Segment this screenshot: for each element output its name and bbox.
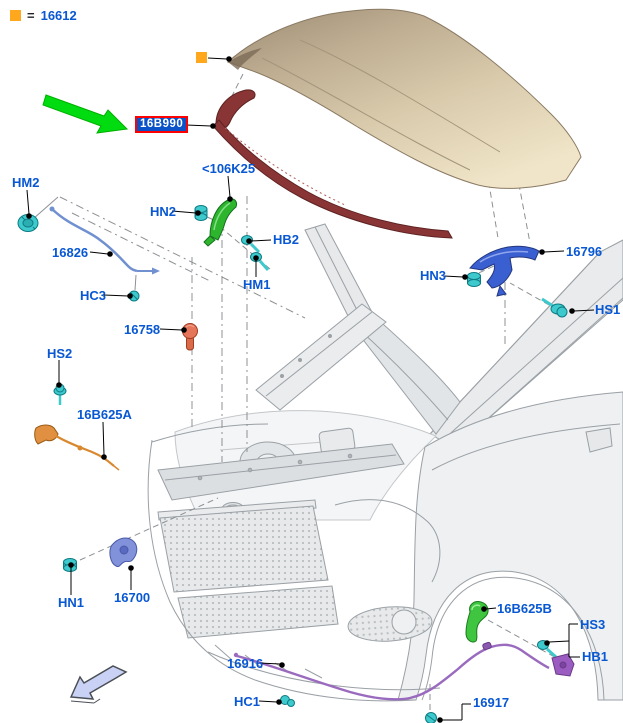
- bracket-106k25-part[interactable]: [203, 198, 237, 247]
- legend: = 16612: [10, 8, 77, 23]
- callout-16700[interactable]: 16700: [114, 590, 151, 605]
- cable-16826-part[interactable]: [49, 206, 161, 275]
- callout-hm2[interactable]: HM2: [12, 175, 40, 190]
- legend-part-number[interactable]: 16612: [40, 8, 77, 23]
- cable-16b625a-part[interactable]: [34, 424, 120, 471]
- direction-arrow-icon: [69, 665, 128, 704]
- callout-16796[interactable]: 16796: [566, 244, 603, 259]
- callout-hm1[interactable]: HM1: [243, 277, 271, 292]
- callout-16916[interactable]: 16916: [227, 656, 264, 671]
- hood-seal-part[interactable]: [212, 89, 453, 239]
- legend-equals: =: [27, 8, 35, 23]
- cable-end-bracket-part[interactable]: [551, 653, 575, 677]
- nut-hn3-part[interactable]: [467, 272, 481, 287]
- callout-16b625a[interactable]: 16B625A: [77, 407, 132, 422]
- callout-hn1[interactable]: HN1: [58, 595, 85, 610]
- cable-16916-part[interactable]: [233, 641, 550, 701]
- bolt-hs1-part[interactable]: [541, 297, 568, 318]
- callout-hc3[interactable]: HC3: [80, 288, 107, 303]
- car-body-line-art: [147, 223, 623, 702]
- callout-hc1[interactable]: HC1: [234, 694, 261, 709]
- clip-16917-part[interactable]: [425, 712, 437, 723]
- callout-16b990-highlighted[interactable]: 16B990: [135, 116, 189, 133]
- green-arrow-icon: [42, 94, 129, 134]
- callout-hb2[interactable]: HB2: [273, 232, 300, 247]
- hood-marker-orange-square-icon: [196, 52, 207, 63]
- callout-hs3[interactable]: HS3: [580, 617, 606, 632]
- callout-16b625b[interactable]: 16B625B: [497, 601, 552, 616]
- bolt-hm1-part[interactable]: [250, 252, 270, 271]
- clip-hc1-part[interactable]: [280, 695, 295, 707]
- callout-hs2[interactable]: HS2: [47, 346, 73, 361]
- orange-square-icon: [10, 10, 21, 21]
- callout-hn2[interactable]: HN2: [150, 204, 177, 219]
- hood-panel-part[interactable]: [227, 8, 582, 189]
- callout-16758[interactable]: 16758: [124, 322, 161, 337]
- grommet-hm2-part[interactable]: [17, 214, 39, 232]
- callout-106k25[interactable]: <106K25: [202, 161, 256, 176]
- bracket-16796-part[interactable]: [469, 245, 540, 297]
- callout-16917[interactable]: 16917: [473, 695, 510, 710]
- leader-lines: [26, 56, 595, 723]
- bolt-hb2-part[interactable]: [241, 235, 261, 254]
- callout-16826[interactable]: 16826: [52, 245, 89, 260]
- callout-hs1[interactable]: HS1: [595, 302, 621, 317]
- handle-16b625b-part[interactable]: [465, 601, 489, 643]
- callout-hn3[interactable]: HN3: [420, 268, 447, 283]
- latch-16700-part[interactable]: [109, 537, 138, 567]
- callout-hb1[interactable]: HB1: [582, 649, 609, 664]
